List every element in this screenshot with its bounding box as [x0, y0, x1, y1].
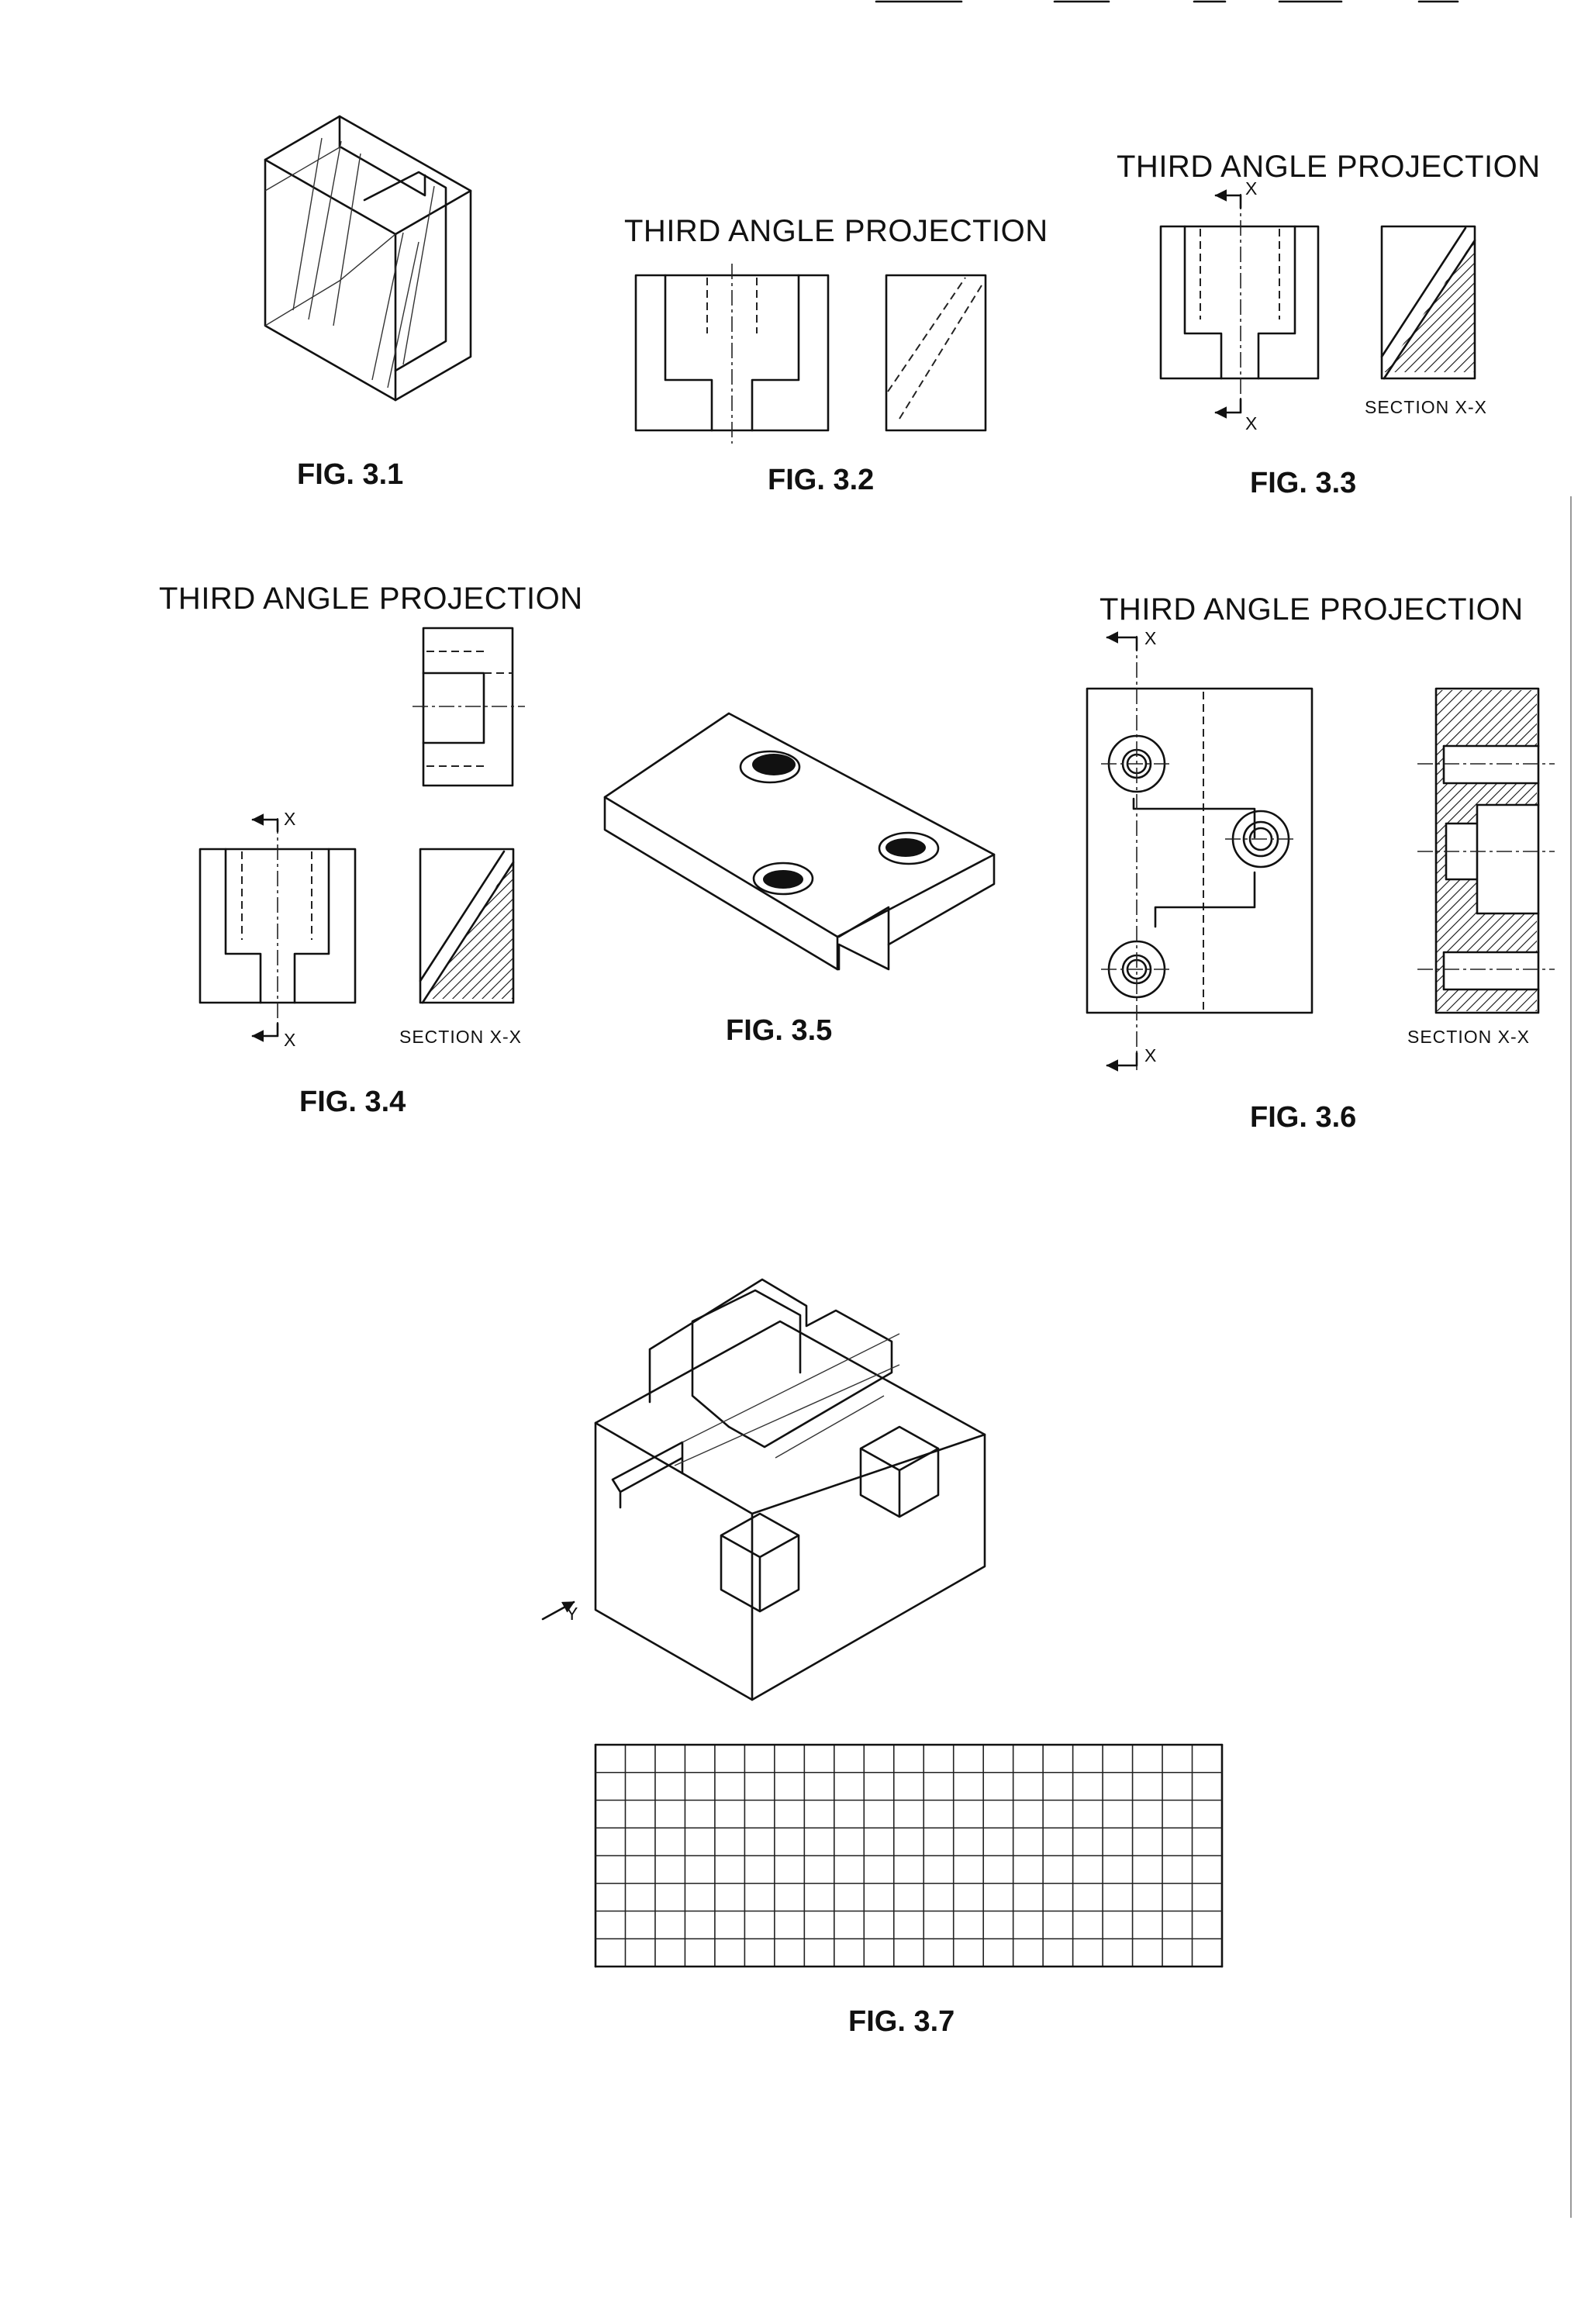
fig-3-2-heading: THIRD ANGLE PROJECTION	[624, 214, 1048, 248]
fig-3-7-view-mark: Y	[566, 1604, 578, 1624]
fig-3-4-caption: FIG. 3.4	[299, 1086, 406, 1118]
fig-3-6-cut-mark-bottom: X	[1144, 1045, 1157, 1065]
fig-3-7-caption: FIG. 3.7	[848, 2005, 955, 2038]
fig-3-2-views	[634, 264, 987, 444]
fig-3-5-isometric	[603, 712, 996, 971]
fig-3-6-views	[1086, 636, 1555, 1072]
fig-3-1-isometric	[264, 115, 472, 402]
fig-3-3-cut-mark-top: X	[1245, 178, 1258, 199]
fig-3-3-views	[1159, 194, 1476, 419]
fig-3-4-cut-mark-top: X	[284, 809, 296, 829]
fig-3-4-heading: THIRD ANGLE PROJECTION	[159, 582, 583, 616]
fig-3-4-cut-mark-bottom: X	[284, 1030, 296, 1050]
fig-3-3-heading: THIRD ANGLE PROJECTION	[1117, 150, 1541, 184]
fig-3-7-isometric	[541, 1278, 986, 1701]
fig-3-7-grid	[594, 1743, 1224, 1968]
fig-3-6-caption: FIG. 3.6	[1250, 1101, 1357, 1134]
fig-3-1-caption: FIG. 3.1	[297, 458, 404, 491]
fig-3-3-section-label: SECTION X-X	[1365, 397, 1487, 417]
fig-3-2-caption: FIG. 3.2	[768, 464, 875, 496]
fig-3-3-cut-mark-bottom: X	[1245, 413, 1258, 433]
fig-3-5-caption: FIG. 3.5	[726, 1014, 833, 1047]
fig-3-6-section-label: SECTION X-X	[1407, 1027, 1530, 1047]
fig-3-6-heading: THIRD ANGLE PROJECTION	[1100, 592, 1524, 627]
fig-3-4-section-label: SECTION X-X	[399, 1027, 522, 1047]
fig-3-6-cut-mark-top: X	[1144, 628, 1157, 648]
fig-3-4-views	[198, 627, 525, 1042]
fig-3-3-caption: FIG. 3.3	[1250, 467, 1357, 499]
